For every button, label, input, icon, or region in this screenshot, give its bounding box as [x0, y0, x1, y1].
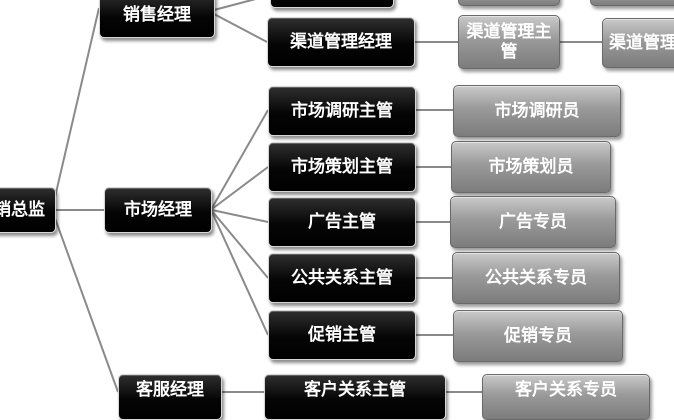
- planning-staff-box: 市场策划员: [451, 141, 611, 193]
- pr-supervisor-box: 公共关系主管: [268, 253, 416, 303]
- ad-staff-label: 广告专员: [499, 211, 567, 232]
- connector-marketing-planning: [211, 166, 269, 210]
- channel-manager-box: 渠道管理经理: [267, 17, 415, 67]
- marketing-manager-label: 市场经理: [124, 199, 192, 220]
- research-staff-box: 市场调研员: [453, 85, 621, 137]
- partial-top-box-3: [590, 0, 674, 6]
- sales-manager-box: 销售经理: [99, 0, 215, 38]
- channel-supervisor-box: 渠道管理主 管: [458, 15, 560, 69]
- channel-staff-box: 渠道管理: [602, 18, 674, 68]
- marketing-manager-box: 市场经理: [104, 187, 212, 233]
- research-staff-label: 市场调研员: [494, 100, 580, 121]
- channel-supervisor-label-line2: 管: [500, 42, 518, 62]
- connector-director-sales: [51, 7, 100, 211]
- connector-marketing-promo: [211, 211, 269, 336]
- partial-top-box-2: [458, 0, 560, 6]
- connector-marketing-research: [211, 109, 269, 209]
- connector-director-service: [51, 209, 119, 393]
- ad-supervisor-box: 广告主管: [268, 197, 416, 247]
- research-supervisor-box: 市场调研主管: [268, 86, 416, 136]
- ad-supervisor-label: 广告主管: [308, 211, 376, 232]
- planning-staff-label: 市场策划员: [488, 156, 574, 177]
- customer-supervisor-box: 客户关系主管: [264, 374, 446, 420]
- partial-top-box-1: [270, 0, 394, 8]
- director-label: 销总监: [0, 199, 45, 220]
- pr-staff-label: 公共关系专员: [485, 267, 587, 288]
- research-supervisor-label: 市场调研主管: [291, 100, 393, 121]
- director-box: 销总监: [0, 187, 56, 233]
- promo-supervisor-label: 促销主管: [308, 324, 376, 345]
- service-manager-label: 客服经理: [136, 380, 204, 400]
- customer-staff-label: 客户关系专员: [515, 380, 617, 400]
- connector-sales-top: [213, 0, 256, 11]
- ad-staff-box: 广告专员: [450, 196, 616, 248]
- channel-supervisor-label-line1: 渠道管理主: [466, 21, 552, 42]
- planning-supervisor-box: 市场策划主管: [268, 142, 416, 192]
- pr-supervisor-label: 公共关系主管: [291, 267, 393, 288]
- customer-staff-box: 客户关系专员: [482, 374, 650, 420]
- connector-sales-channel: [213, 13, 268, 43]
- customer-supervisor-label: 客户关系主管: [304, 380, 406, 400]
- channel-manager-label: 渠道管理经理: [290, 31, 392, 52]
- pr-staff-box: 公共关系专员: [452, 252, 620, 304]
- planning-supervisor-label: 市场策划主管: [291, 156, 393, 177]
- promo-staff-label: 促销专员: [504, 325, 572, 346]
- connector-marketing-ad: [211, 209, 269, 223]
- sales-manager-label: 销售经理: [123, 4, 191, 25]
- connector-marketing-pr: [211, 210, 269, 279]
- promo-staff-box: 促销专员: [453, 310, 623, 362]
- promo-supervisor-box: 促销主管: [268, 310, 416, 360]
- org-chart-connectors: [51, 0, 602, 393]
- channel-staff-label: 渠道管理: [609, 32, 674, 53]
- service-manager-box: 客服经理: [118, 374, 222, 420]
